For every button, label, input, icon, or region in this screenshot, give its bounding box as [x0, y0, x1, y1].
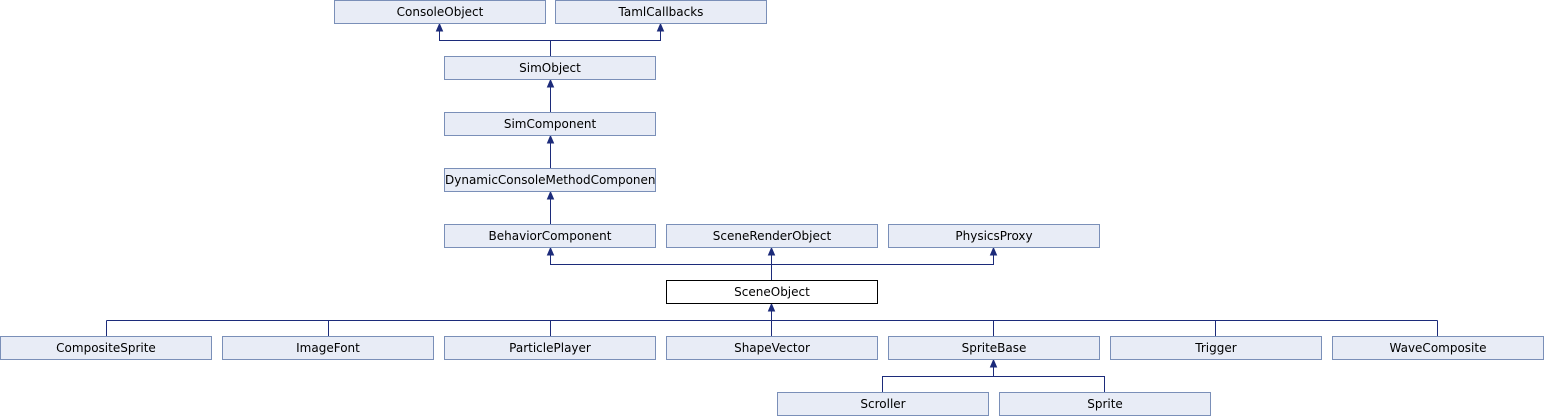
node-sprite-base[interactable]: SpriteBase	[888, 336, 1100, 360]
node-wave-composite[interactable]: WaveComposite	[1332, 336, 1544, 360]
arrow-consoleobject	[435, 22, 444, 32]
arrow-simcomponent	[546, 134, 555, 144]
node-sprite[interactable]: Sprite	[999, 392, 1211, 416]
node-behavior-component[interactable]: BehaviorComponent	[444, 224, 656, 248]
node-shape-vector[interactable]: ShapeVector	[666, 336, 878, 360]
edge-simobject-to-tamlcallbacks	[550, 30, 661, 41]
node-scroller[interactable]: Scroller	[777, 392, 989, 416]
edge-simobject-to-consoleobject	[439, 30, 551, 56]
node-taml-callbacks[interactable]: TamlCallbacks	[555, 0, 767, 24]
edge-scroller-to-spritebase	[882, 376, 1105, 392]
arrow-scenerender	[767, 246, 776, 256]
node-scene-object: SceneObject	[666, 280, 878, 304]
node-particle-player[interactable]: ParticlePlayer	[444, 336, 656, 360]
edge-sceneobject-to-physicsproxy	[771, 254, 994, 265]
node-image-font[interactable]: ImageFont	[222, 336, 434, 360]
arrow-sceneobject	[767, 302, 776, 312]
arrow-simobject	[546, 78, 555, 88]
node-composite-sprite[interactable]: CompositeSprite	[0, 336, 212, 360]
node-sim-object[interactable]: SimObject	[444, 56, 656, 80]
arrow-tamlcallbacks	[656, 22, 665, 32]
node-console-object[interactable]: ConsoleObject	[334, 0, 546, 24]
node-trigger[interactable]: Trigger	[1110, 336, 1322, 360]
arrow-spritebase	[989, 358, 998, 368]
node-scene-render-object[interactable]: SceneRenderObject	[666, 224, 878, 248]
arrow-behavior	[546, 246, 555, 256]
arrow-dcmc	[546, 190, 555, 200]
arrow-physicsproxy	[989, 246, 998, 256]
node-dynamic-console-method-component[interactable]: DynamicConsoleMethodComponent	[444, 168, 656, 192]
edge-sceneobject-to-behavior	[550, 254, 772, 280]
node-physics-proxy[interactable]: PhysicsProxy	[888, 224, 1100, 248]
node-sim-component[interactable]: SimComponent	[444, 112, 656, 136]
